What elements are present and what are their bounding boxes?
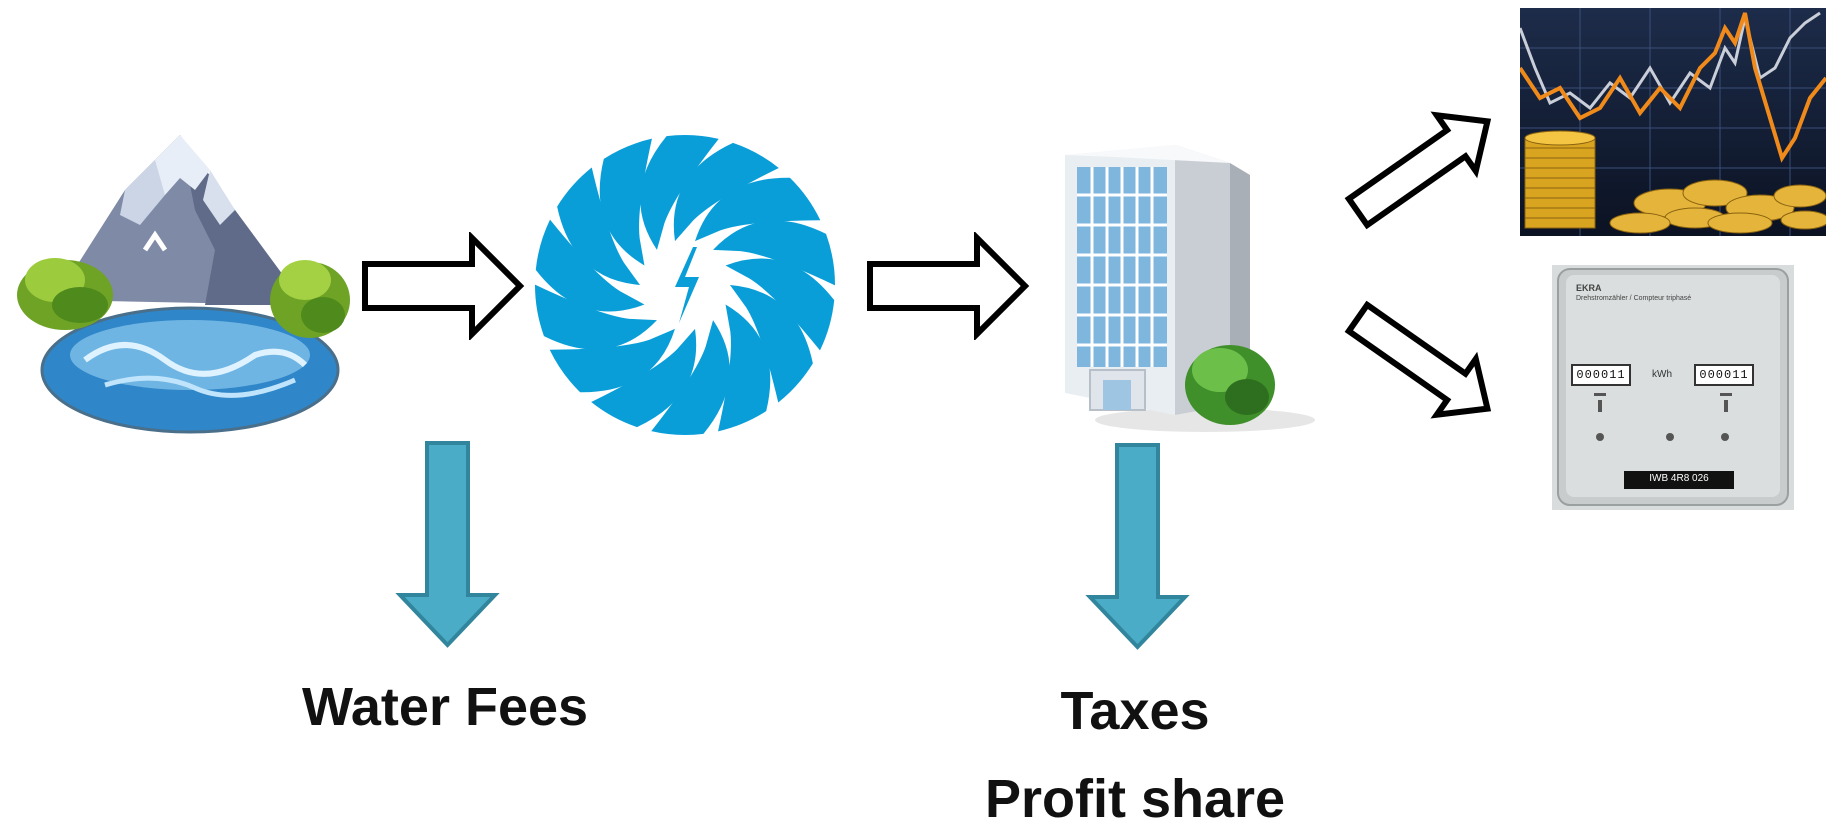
lightning-bolt-icon — [675, 247, 699, 323]
turbine-blade — [651, 320, 730, 435]
meter-description: Drehstromzähler / Compteur triphasé — [1576, 295, 1692, 302]
turbine-blade — [535, 284, 657, 350]
turbine-blade — [713, 220, 835, 286]
turbine-blade — [557, 167, 640, 285]
turbine-blade — [673, 142, 779, 242]
meter-unit: kWh — [1652, 369, 1672, 380]
turbine-blade — [599, 138, 652, 266]
turbine-blade — [640, 134, 719, 250]
meter-brand: EKRA — [1576, 283, 1602, 293]
water-fees-label: Water Fees — [301, 677, 589, 737]
turbine-blade — [695, 177, 821, 242]
turbine-blade — [725, 258, 835, 351]
meter-register-1: 000011 — [1576, 368, 1626, 382]
office-building-icon — [1065, 145, 1315, 432]
down-arrow-taxes — [1085, 443, 1190, 650]
flow-arrow-2 — [867, 232, 1030, 340]
turbine-blade — [549, 328, 675, 393]
mountain-lake-icon — [17, 135, 350, 434]
flow-arrow-1 — [362, 232, 525, 340]
turbine-blade — [718, 304, 771, 432]
profit-share-label: Profit share — [984, 769, 1286, 829]
flow-arrow-down-right — [1344, 300, 1492, 419]
flow-arrow-up-right — [1344, 111, 1492, 230]
taxes-label: Taxes — [1060, 681, 1210, 741]
stock-market-coins-image — [1520, 8, 1826, 236]
electricity-meter-image: EKRA Drehstromzähler / Compteur triphasé… — [1552, 265, 1794, 510]
meter-register-2: 000011 — [1699, 368, 1749, 382]
turbine-icon — [535, 134, 835, 435]
turbine-blade — [730, 285, 813, 403]
down-arrow-water-fees — [395, 441, 500, 648]
turbine-blade — [591, 328, 697, 428]
meter-nameplate: IWB 4R8 026 — [1649, 473, 1709, 484]
